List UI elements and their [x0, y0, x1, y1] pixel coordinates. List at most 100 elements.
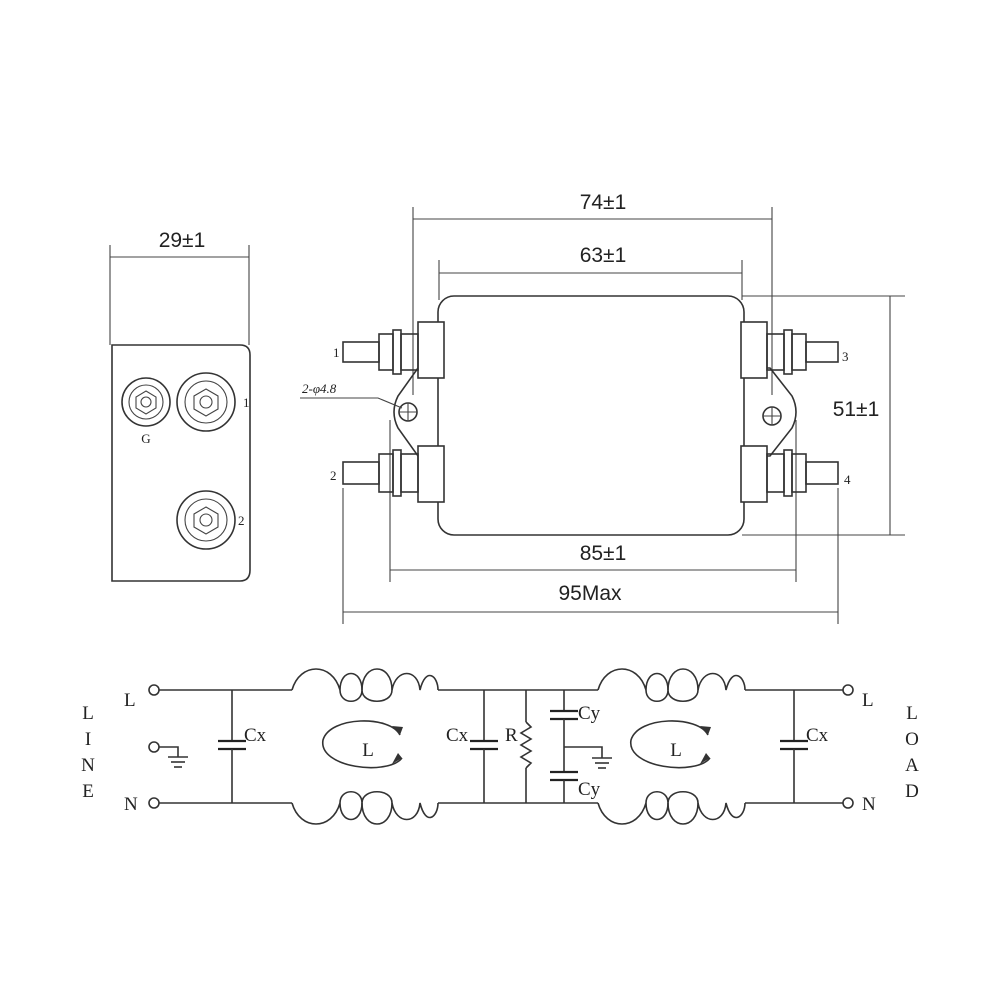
terminal-g [121, 377, 171, 427]
terminal-2 [176, 490, 236, 550]
choke2-top-loop-a [597, 668, 669, 691]
line-letter-3: N [81, 755, 95, 776]
choke2-bottom-under [645, 790, 699, 804]
terminal-1 [176, 372, 236, 432]
load-letter-3: A [905, 755, 919, 776]
input-l-terminal [148, 684, 160, 696]
choke1-top-under [339, 689, 393, 703]
choke2-top-loop-c [697, 672, 746, 691]
choke2-top-loop-b [667, 668, 699, 691]
pin-3-label: 3 [842, 349, 849, 364]
choke1-bottom-loop-b [361, 802, 393, 825]
choke1-top-loop-c [391, 672, 439, 691]
dim-85-label: 85±1 [580, 542, 627, 565]
input-ground-wire [159, 746, 179, 757]
mounting-hole-right [762, 406, 782, 426]
dim-95-label: 95Max [558, 582, 622, 605]
output-n-label: N [862, 794, 876, 815]
stud-1 [342, 329, 419, 375]
stud-3-collar [766, 333, 785, 371]
stud-4-collar [766, 453, 785, 493]
terminal-1-screw [199, 395, 213, 409]
terminal-g-inner [128, 384, 164, 420]
stud-2-collar [400, 453, 419, 493]
top-view: 74±1 63±1 51±1 85±1 95Max [300, 191, 905, 624]
housing-3 [740, 321, 768, 379]
stud-2 [342, 449, 419, 497]
choke-2 [597, 668, 746, 825]
load-letter-4: D [905, 781, 919, 802]
input-l-label: L [124, 690, 136, 711]
choke2-top-under [645, 689, 699, 703]
pin-1-label: 1 [333, 345, 340, 360]
terminal-g-label: G [141, 431, 150, 446]
choke1-flux-loop [322, 720, 403, 769]
resistor-zigzag-icon [519, 721, 533, 769]
terminal-2-label: 2 [238, 513, 245, 528]
filter-body [437, 295, 745, 536]
choke1-top-loop-b [361, 668, 393, 691]
terminal-2-screw [199, 513, 213, 527]
schematic: L I N E L O A D L N L N [81, 668, 919, 825]
nut-2-icon [193, 506, 219, 535]
choke1-top-loop-a [291, 668, 363, 691]
choke2-bottom-loop-b [667, 802, 699, 825]
stud-3-shaft [805, 341, 839, 363]
stud-3-nut [791, 333, 807, 371]
stud-1-nut [378, 333, 394, 371]
flux-arrow-2-icon [392, 753, 402, 764]
inductor-2-label: L [670, 740, 682, 761]
nut-g-icon [135, 390, 157, 415]
flux-arrow-3-icon [700, 726, 711, 735]
dim-63-label: 63±1 [580, 244, 627, 267]
choke1-bottom-loop-a [291, 802, 363, 825]
resistor-r [519, 690, 533, 803]
stud-2-washer [392, 449, 402, 497]
output-n-terminal [842, 797, 854, 809]
stud-4-shaft [805, 461, 839, 485]
terminal-1-inner [184, 380, 228, 424]
nut-1-icon [193, 388, 219, 417]
stud-4-washer [783, 449, 793, 497]
flux-arrow-1-icon [392, 726, 403, 735]
output-l-label: L [862, 690, 874, 711]
capacitor-cy-pair [550, 690, 612, 803]
choke1-bottom-under [339, 790, 393, 804]
input-n-label: N [124, 794, 138, 815]
load-letter-1: L [906, 703, 918, 724]
stud-1-collar [400, 333, 419, 371]
capacitor-cx-2 [470, 690, 498, 803]
input-ground-terminal [148, 741, 160, 753]
stud-3 [766, 329, 839, 375]
dim-51-label: 51±1 [833, 398, 880, 421]
choke2-bottom-loop-a [597, 802, 669, 825]
cy-top-label: Cy [578, 703, 601, 724]
terminal-1-label: 1 [243, 395, 250, 410]
capacitor-cx-1 [218, 690, 246, 803]
flux-arrow-4-icon [700, 753, 710, 764]
choke2-bottom-loop-c [697, 802, 746, 821]
output-l-terminal [842, 684, 854, 696]
cx2-label: Cx [446, 725, 469, 746]
side-view: 29±1 G 1 2 [109, 229, 251, 582]
side-body [111, 344, 251, 582]
housing-2 [417, 445, 445, 503]
terminal-2-ring [176, 490, 236, 550]
cy-ground-wire [564, 746, 603, 758]
stud-4 [766, 449, 839, 497]
line-letter-1: L [82, 703, 94, 724]
terminal-1-ring [176, 372, 236, 432]
mounting-hole-left [398, 402, 418, 422]
input-n-terminal [148, 797, 160, 809]
stud-1-washer [392, 329, 402, 375]
stud-2-shaft [342, 461, 380, 485]
side-width-label: 29±1 [159, 229, 206, 252]
capacitor-cx-3 [780, 690, 808, 803]
terminal-2-inner [184, 498, 228, 542]
stud-3-washer [783, 329, 793, 375]
load-letter-2: O [905, 729, 919, 750]
dim-74-label: 74±1 [580, 191, 627, 214]
cx1-label: Cx [244, 725, 267, 746]
